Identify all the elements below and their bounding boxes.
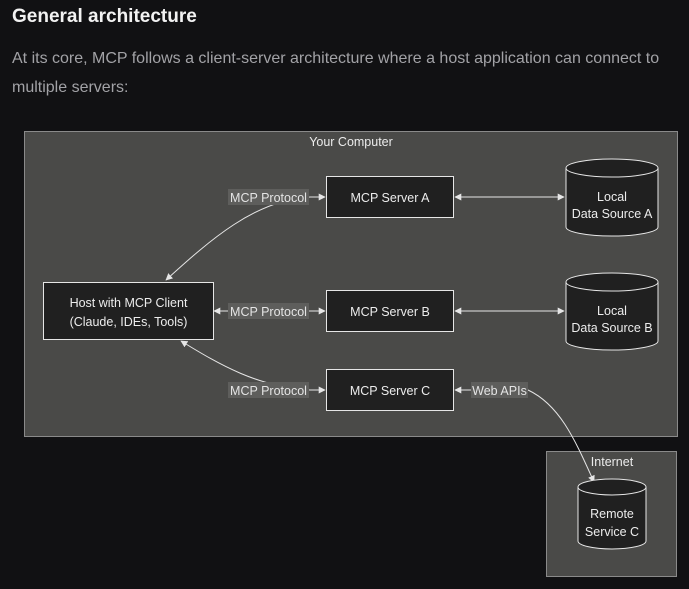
data-source-a-cylinder: Local Data Source A (565, 158, 659, 237)
svg-text:MCP Server B: MCP Server B (350, 305, 430, 319)
svg-text:MCP Server A: MCP Server A (351, 191, 431, 205)
server-c-node: MCP Server C (326, 369, 454, 411)
intro-paragraph: At its core, MCP follows a client-server… (12, 50, 660, 96)
internet-label: Internet (591, 455, 634, 469)
edge-label-host-a: MCP Protocol (228, 189, 309, 205)
svg-text:Local: Local (597, 304, 627, 318)
svg-text:MCP Server C: MCP Server C (350, 384, 430, 398)
svg-text:MCP Protocol: MCP Protocol (230, 191, 307, 205)
edge-label-web-apis: Web APIs (471, 382, 528, 398)
svg-text:Data Source B: Data Source B (571, 321, 652, 335)
your-computer-label: Your Computer (309, 135, 393, 149)
server-b-node: MCP Server B (326, 290, 454, 332)
svg-text:Web APIs: Web APIs (472, 384, 527, 398)
svg-text:(Claude, IDEs, Tools): (Claude, IDEs, Tools) (70, 315, 188, 329)
svg-text:Host with MCP Client: Host with MCP Client (70, 296, 188, 310)
data-source-b-cylinder: Local Data Source B (565, 272, 659, 351)
edge-label-host-c: MCP Protocol (228, 382, 309, 398)
host-node: Host with MCP Client (Claude, IDEs, Tool… (43, 282, 214, 340)
remote-service-c-cylinder: Remote Service C (577, 478, 647, 550)
svg-text:MCP Protocol: MCP Protocol (230, 384, 307, 398)
svg-text:Local: Local (597, 190, 627, 204)
svg-text:Remote: Remote (590, 507, 634, 521)
edge-label-host-b: MCP Protocol (228, 303, 309, 319)
section-heading: General architecture (12, 6, 197, 27)
svg-text:Service C: Service C (585, 525, 639, 539)
server-a-node: MCP Server A (326, 176, 454, 218)
svg-text:MCP Protocol: MCP Protocol (230, 305, 307, 319)
svg-text:Data Source A: Data Source A (572, 207, 653, 221)
edge-server-c-remote (454, 386, 595, 483)
